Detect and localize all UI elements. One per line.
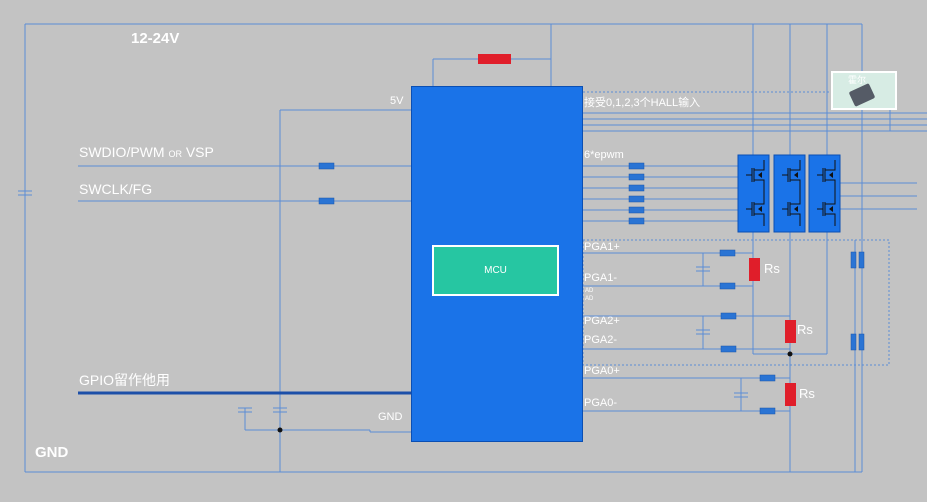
rs2-label: Rs <box>797 322 813 337</box>
capacitor-icon <box>18 190 748 413</box>
mcu-label: MCU <box>484 265 507 276</box>
mcu-gnd-label: GND <box>378 411 403 423</box>
pga1p-label: PGA1+ <box>584 241 620 253</box>
ad2-label: AD <box>585 296 594 302</box>
swclk-label: SWCLK/FG <box>79 181 153 197</box>
small-resistors <box>318 162 865 415</box>
shunt-resistors <box>478 54 796 406</box>
hall-sensor-box <box>831 71 897 110</box>
rs3-label: Rs <box>799 386 815 401</box>
pga2p-label: PGA2+ <box>584 315 620 327</box>
junctions <box>277 351 793 433</box>
ad1-label: AD <box>585 288 594 294</box>
epwm-label: 6*epwm <box>584 149 624 161</box>
swdio-label: SWDIO/PWM OR VSP <box>79 144 214 160</box>
pga0n-label: PGA0- <box>584 397 618 409</box>
sense-region <box>582 91 890 366</box>
pga2n-label: PGA2- <box>584 334 618 346</box>
hall-input-label: 接受0,1,2,3个HALL输入 <box>584 97 701 109</box>
pga0p-label: PGA0+ <box>584 365 620 377</box>
pga1n-label: PGA1- <box>584 272 618 284</box>
gpio-label: GPIO留作他用 <box>79 372 171 388</box>
v5-label: 5V <box>390 95 404 107</box>
hall-sensor-label: 霍尔 <box>848 75 867 85</box>
half-bridge-mosfet-icon <box>737 154 841 233</box>
mcu-chip: MCU <box>432 245 559 296</box>
rs1-label: Rs <box>764 261 780 276</box>
gnd-label: GND <box>35 444 69 461</box>
supply-voltage-label: 12-24V <box>131 30 180 47</box>
